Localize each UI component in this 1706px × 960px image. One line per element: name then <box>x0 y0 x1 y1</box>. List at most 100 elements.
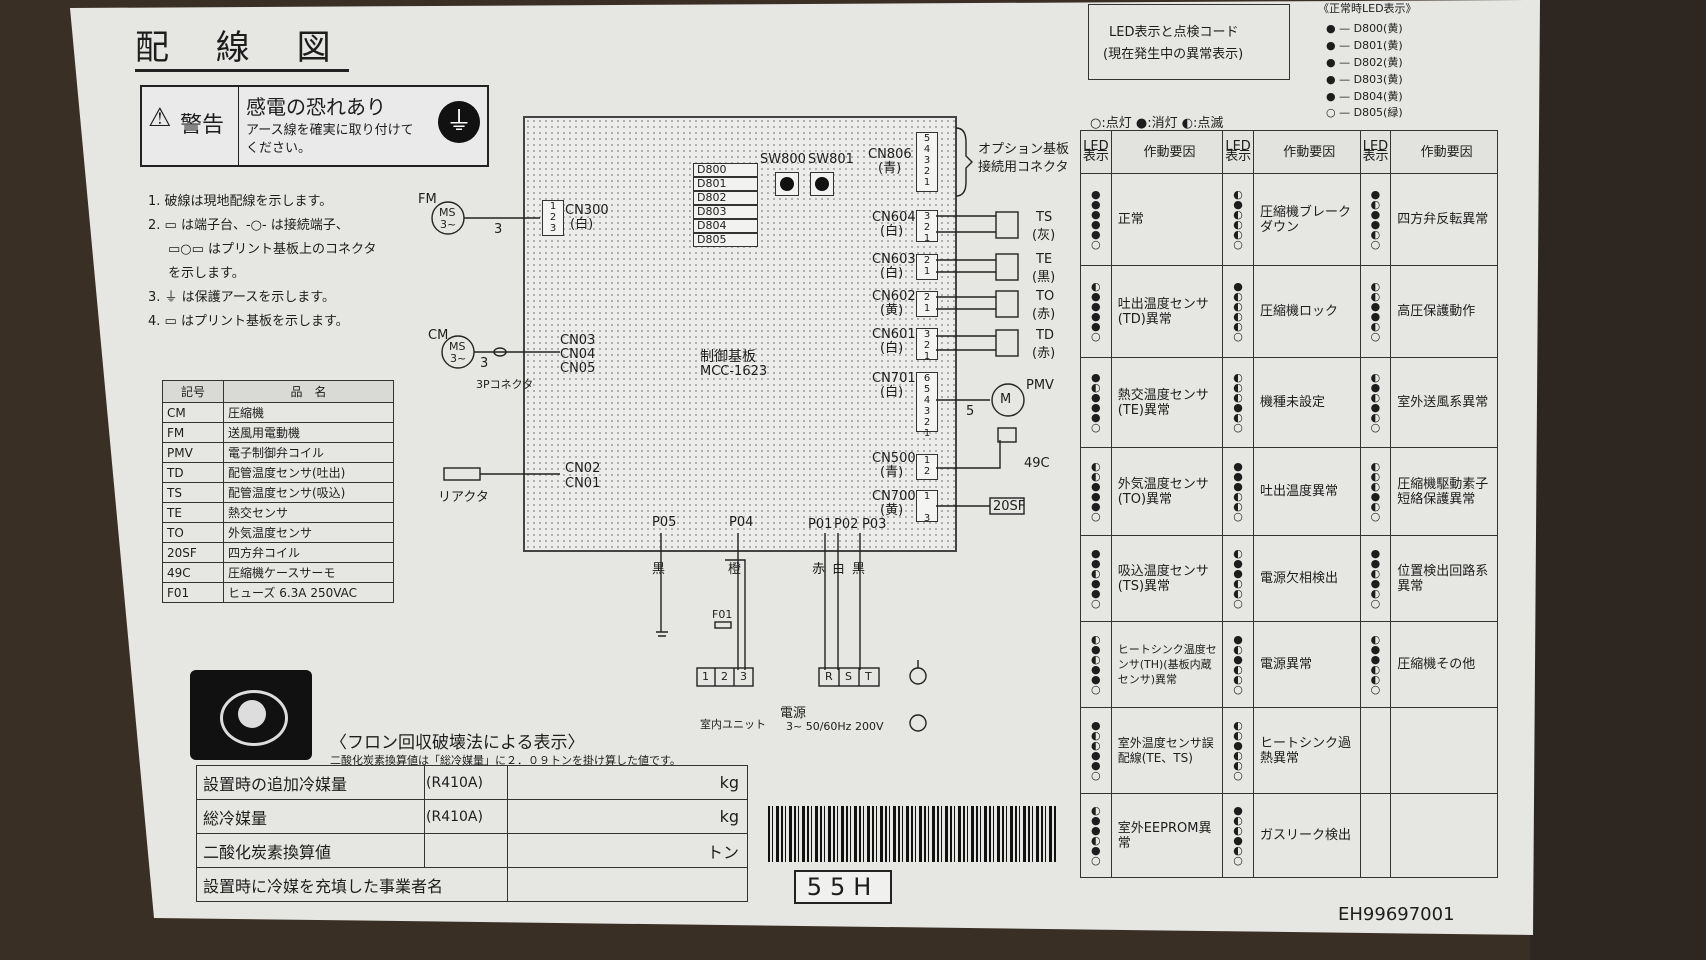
wire-orange: 橙 <box>728 562 742 577</box>
led-pattern: ◐●●◐◐○ <box>1359 621 1392 708</box>
table-row: 設置時に冷媒を充填した事業者名 <box>196 867 748 902</box>
led-header-3: LED表示 <box>1359 130 1392 174</box>
switch-label-sw801: SW801 <box>808 152 854 167</box>
led-legend-d805: ○ — D805(緑) <box>1326 106 1403 119</box>
note-1: 1. 破線は現地配線を示します。 <box>148 194 333 209</box>
led-code-box: LED表示と点検コード (現在発生中の異常表示) <box>1088 4 1290 80</box>
reactor-label: リアクタ <box>438 490 489 505</box>
led-symbol-key: ○:点灯 ●:消灯 ◐:点滅 <box>1090 116 1224 131</box>
fm-phase-label: 3~ <box>440 218 457 231</box>
led-pattern: ●◐◐◐◐○ <box>1222 265 1254 358</box>
to-color: (赤) <box>1032 307 1056 322</box>
tb1-2: 2 <box>721 670 728 683</box>
wire-black: 黒 <box>652 562 666 577</box>
led-pattern: ◐●●◐●○ <box>1080 793 1112 878</box>
cn500-label: CN500 <box>872 451 916 466</box>
ts-label: TS <box>1036 210 1053 225</box>
led-d805: D805 <box>693 233 758 247</box>
tb1-3: 3 <box>740 670 747 683</box>
led-pattern: ●●◐●●○ <box>1080 535 1112 622</box>
legend-header-symbol: 記号 <box>162 380 224 403</box>
led-pattern: ●◐●●●○ <box>1080 357 1112 448</box>
warning-line-2: ください。 <box>246 141 312 156</box>
cn806-label: CN806 <box>868 147 912 162</box>
led-d802: D802 <box>693 191 758 205</box>
3p-connector-label: 3Pコネクタ <box>476 378 534 391</box>
table-row: ◐●◐●●○ヒートシンク温度センサ(TH)(基板内蔵センサ)異常 ●◐●◐◐○電… <box>1080 621 1498 708</box>
warning-line-1: アース線を確実に取り付けて <box>246 123 414 138</box>
cn601-label: CN601 <box>872 327 916 342</box>
wire-white: 白 <box>832 562 846 577</box>
note-3: 3. ⏚ は保護アースを示します。 <box>148 290 335 305</box>
led-pattern: ●◐◐●◐○ <box>1222 793 1254 878</box>
tb2-r: R <box>825 670 833 683</box>
led-legend-title: 《正常時LED表示》 <box>1318 2 1417 15</box>
table-row: ●●●●●○正常 ◐●◐◐◐○圧縮機ブレークダウン ●◐●●◐○四方弁反転異常 <box>1080 173 1498 266</box>
cm-ms-label: MS <box>449 340 466 353</box>
warning-heading: 感電の恐れあり <box>246 95 386 119</box>
sw800-button <box>775 172 799 196</box>
cn02-label: CN02 <box>565 461 601 476</box>
fm-label: FM <box>418 192 437 207</box>
led-pattern: ●●◐●◐○ <box>1359 535 1392 622</box>
cn05-label: CN05 <box>560 361 596 376</box>
control-board <box>523 116 957 552</box>
led-header-1: LED表示 <box>1080 130 1112 174</box>
pmv-label: PMV <box>1026 378 1054 393</box>
cm-wire-count: 3 <box>480 356 489 371</box>
led-pattern: ◐◐●●◐○ <box>1359 265 1392 358</box>
led-diagnostic-table: LED表示 作動要因 LED表示 作動要因 LED表示 作動要因 ●●●●●○正… <box>1080 130 1498 878</box>
cn300-color: (白) <box>570 217 594 232</box>
point-p05: P05 <box>652 515 677 530</box>
fron-table: 設置時の追加冷媒量(R410A)kg 総冷媒量(R410A)kg 二酸化炭素換算… <box>196 765 748 902</box>
cn701-label: CN701 <box>872 371 916 386</box>
switch-label-sw800: SW800 <box>760 152 806 167</box>
cause-header-3: 作動要因 <box>1390 130 1498 174</box>
cn300-label: CN300 <box>565 203 609 218</box>
unit-code: 55H <box>794 870 892 904</box>
power-spec: 3~ 50/60Hz 200V <box>786 720 884 733</box>
led-legend-d802: ● — D802(黄) <box>1326 56 1403 69</box>
cn602-label: CN602 <box>872 289 916 304</box>
indoor-unit-label: 室内ユニット <box>700 718 766 731</box>
table-row: ◐●●◐●○室外EEPROM異常 ●◐◐●◐○ガスリーク検出 <box>1080 793 1498 878</box>
led-pattern: ◐◐●◐◐○ <box>1222 707 1254 794</box>
fm-wire-count: 3 <box>494 222 503 237</box>
led-pattern: ◐◐●●●○ <box>1080 447 1112 536</box>
led-pattern: ◐◐◐●◐○ <box>1359 447 1392 536</box>
wire-red: 赤 <box>812 562 826 577</box>
led-code-line-1: LED表示と点検コード <box>1109 25 1239 40</box>
led-pattern: ◐●●◐◐○ <box>1222 535 1254 622</box>
cm-label: CM <box>428 328 449 343</box>
te-color: (黒) <box>1032 270 1056 285</box>
fuse-label: F01 <box>712 608 733 621</box>
led-pattern: ◐●◐●◐○ <box>1359 357 1392 448</box>
to-label: TO <box>1036 289 1055 304</box>
note-4: 4. ▭ はプリント基板を示します。 <box>148 314 349 329</box>
note-2: 2. ▭ は端子台、-○- は接続端子、 <box>148 218 349 233</box>
option-board-label: オプション基板 <box>978 142 1070 157</box>
led-d800: D800 <box>693 163 758 177</box>
led-d804: D804 <box>693 219 758 233</box>
cn701-color: (白) <box>880 385 904 400</box>
fron-heading: 〈フロン回収破壊法による表示〉 <box>330 733 585 753</box>
barcode <box>768 806 1058 862</box>
led-pattern: ●◐●◐◐○ <box>1222 621 1254 708</box>
option-connector-label: 接続用コネクタ <box>978 160 1069 175</box>
td-label: TD <box>1036 328 1054 343</box>
table-row: ●◐◐●●○室外温度センサ誤配線(TE、TS) ◐◐●◐◐○ヒートシンク過熱異常 <box>1080 707 1498 794</box>
led-pattern: ●●●●●○ <box>1080 173 1112 266</box>
cn700-color: (黄) <box>880 503 904 518</box>
